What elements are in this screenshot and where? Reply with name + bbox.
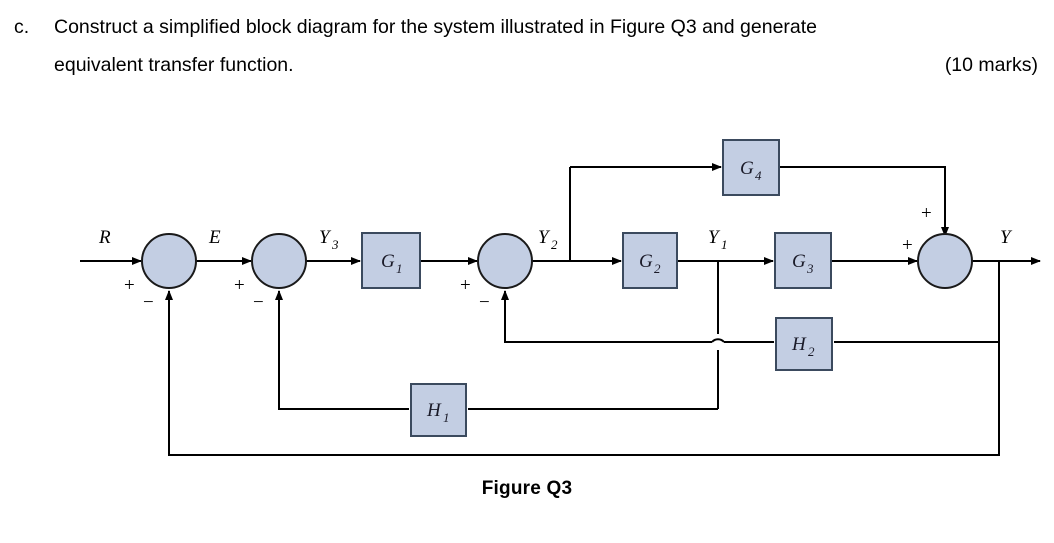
wire-outer-feedback (165, 290, 1000, 456)
signal-label-y3: Y (319, 227, 332, 248)
block-g4-label: G (740, 158, 754, 179)
block-g3-label: G (792, 251, 806, 272)
signal-label-r: R (98, 227, 111, 248)
summing-junction-4 (917, 233, 973, 289)
block-h1-sublabel: 1 (443, 410, 450, 425)
block-h2-label: H (791, 334, 807, 355)
wire-hop-arc (711, 338, 725, 343)
sign-sum1-minus: − (143, 292, 154, 313)
block-g1-label: G (381, 251, 395, 272)
block-g4 (722, 139, 780, 196)
block-g2-sublabel: 2 (654, 261, 661, 276)
wire-g4-to-sum4 (779, 166, 949, 237)
question-letter: c. (14, 16, 30, 38)
signal-label-e: E (208, 227, 221, 248)
block-g3 (774, 232, 832, 289)
signal-label-y1-sub: 1 (721, 237, 728, 252)
sign-sum2-plus: + (234, 275, 245, 296)
question-marks: (10 marks) (944, 54, 1038, 76)
figure-caption: Figure Q3 (481, 478, 573, 499)
block-diagram: G 1 G 2 G 3 G 4 H 1 H (0, 105, 1054, 505)
signal-label-y2: Y (538, 227, 551, 248)
wire-h2-to-sum3 (501, 290, 712, 343)
block-g4-sublabel: 4 (755, 168, 762, 183)
block-h1 (410, 383, 467, 437)
sign-sum1-plus: + (124, 275, 135, 296)
summing-junction-2 (251, 233, 307, 289)
question-text-line2: equivalent transfer function. (54, 54, 294, 76)
block-g1 (361, 232, 421, 289)
sign-sum4-plus-left: + (902, 235, 913, 256)
signal-label-y1: Y (708, 227, 721, 248)
block-g2 (622, 232, 678, 289)
summing-junction-1 (141, 233, 197, 289)
block-g3-sublabel: 3 (806, 261, 814, 276)
block-g1-sublabel: 1 (396, 261, 403, 276)
sign-sum3-minus: − (479, 292, 490, 313)
block-h2-sublabel: 2 (808, 344, 815, 359)
sign-sum2-minus: − (253, 292, 264, 313)
sign-sum4-plus-top: + (921, 203, 932, 224)
signal-label-y3-sub: 3 (331, 237, 339, 252)
block-h2 (775, 317, 833, 371)
sign-sum3-plus: + (460, 275, 471, 296)
wire-h1-to-sum2 (275, 290, 409, 410)
block-g2-label: G (639, 251, 653, 272)
question-text-line1: Construct a simplified block diagram for… (54, 16, 818, 38)
signal-label-y-output: Y (1000, 227, 1013, 248)
block-h1-label: H (426, 400, 442, 421)
signal-label-y2-sub: 2 (551, 237, 558, 252)
summing-junction-3 (477, 233, 533, 289)
